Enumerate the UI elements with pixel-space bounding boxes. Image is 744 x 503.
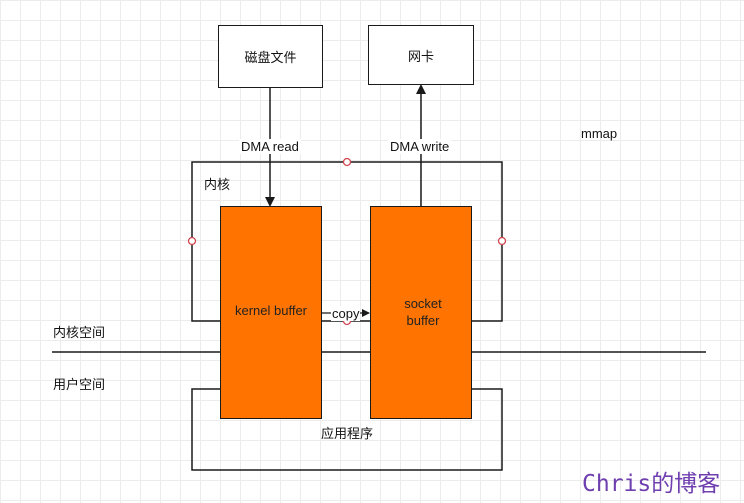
dma-read-label: DMA read <box>239 139 301 154</box>
nic-box[interactable]: 网卡 <box>368 25 474 85</box>
application-box-outline <box>191 388 503 471</box>
kernel-group-label: 内核 <box>204 177 231 192</box>
nic-label: 网卡 <box>407 48 434 64</box>
socket-buffer-label-line2: buffer <box>406 312 440 328</box>
blog-watermark: Chris的博客 <box>582 471 721 497</box>
mmap-title: mmap <box>581 126 618 141</box>
user-space-label: 用户空间 <box>53 377 106 392</box>
socket-buffer-label-line1: socket <box>404 295 442 311</box>
disk-file-label: 磁盘文件 <box>244 50 297 65</box>
disk-file-box[interactable]: 磁盘文件 <box>218 25 323 88</box>
kernel-buffer-box[interactable]: kernel buffer <box>220 206 322 419</box>
handle-left[interactable] <box>187 236 197 246</box>
kernel-buffer-label: kernel buffer <box>234 303 308 318</box>
handle-right[interactable] <box>497 236 507 246</box>
copy-label: copy <box>331 306 361 321</box>
application-label: 应用程序 <box>321 426 374 441</box>
handle-top[interactable] <box>342 157 352 167</box>
dma-write-label: DMA write <box>388 139 452 154</box>
socket-buffer-box[interactable]: socket buffer <box>370 206 472 419</box>
kernel-space-label: 内核空间 <box>53 325 106 340</box>
